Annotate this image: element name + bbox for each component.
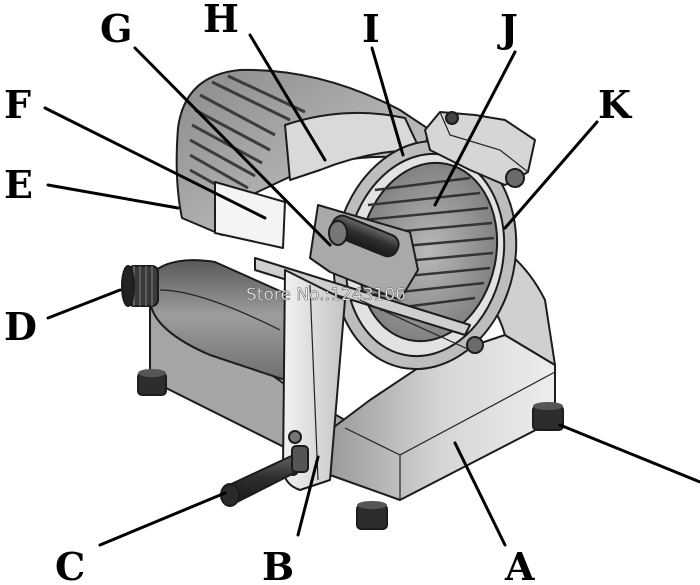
part-labels: A B C D E F G H I J K — [4, 0, 633, 585]
slice-deflector-window — [214, 181, 286, 249]
label-c: C — [55, 544, 85, 585]
label-b: B — [262, 544, 294, 585]
leader-a — [453, 441, 507, 547]
label-d: D — [4, 304, 37, 349]
leader-right — [558, 423, 700, 484]
motor-housing — [149, 259, 301, 386]
leader-j — [433, 50, 517, 207]
leader-h — [248, 33, 327, 162]
leader-b — [296, 455, 320, 537]
adjust-knob — [121, 265, 159, 307]
label-j: J — [497, 6, 518, 51]
label-f: F — [4, 82, 31, 127]
leader-f — [43, 106, 267, 220]
label-h: H — [203, 0, 239, 41]
leader-e — [46, 183, 180, 210]
label-i: I — [362, 6, 380, 51]
feet — [137, 369, 564, 530]
foot-front-left — [356, 501, 388, 530]
label-k: K — [598, 82, 633, 127]
label-g: G — [100, 6, 132, 51]
label-a: A — [504, 544, 535, 585]
leader-g — [133, 46, 332, 247]
foot-left-rear — [137, 369, 167, 396]
carriage-handle — [220, 445, 309, 507]
leader-lines — [43, 33, 700, 547]
food-carriage — [254, 204, 484, 354]
leader-c — [98, 491, 227, 547]
leader-k — [503, 120, 599, 230]
foot-right-rear — [532, 402, 564, 431]
leader-i — [370, 46, 405, 157]
leader-d — [46, 288, 122, 320]
label-e: E — [4, 162, 33, 207]
watermark-text: Store No.:1243106 — [246, 285, 406, 305]
sharpener-unit — [424, 111, 536, 188]
